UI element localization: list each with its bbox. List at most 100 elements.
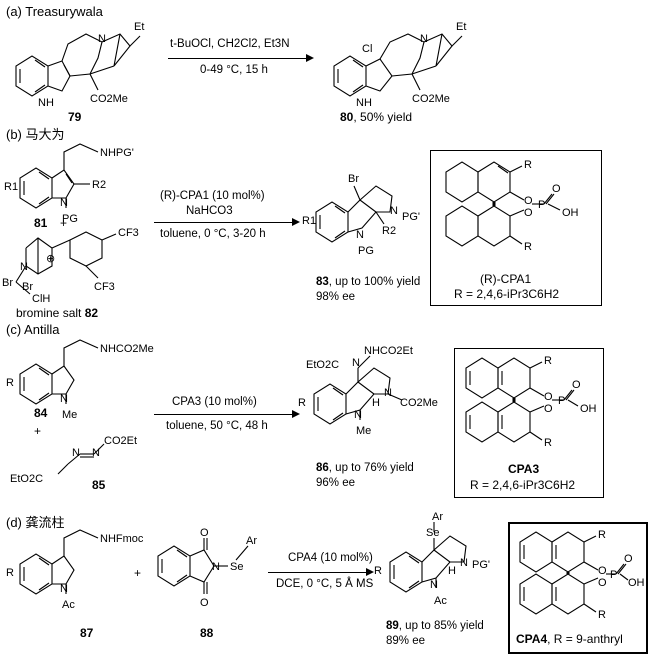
bromine-salt-label: bromine salt 82	[16, 306, 98, 320]
svg-text:ClH: ClH	[32, 293, 50, 305]
bromine-salt-name: bromine salt	[16, 306, 85, 320]
bromine-salt-82-structure: ⊕ N CF3 CF3 Br Br ClH	[2, 227, 139, 305]
section-c-label: (c) Antilla	[6, 322, 60, 337]
cpa4-r-group: , R = 9-anthryl	[547, 632, 623, 646]
d-catalyst-text: CPA4 (10 mol%)	[288, 552, 373, 564]
svg-text:NHCO2Me: NHCO2Me	[100, 343, 154, 355]
c-arrow-head	[292, 410, 300, 418]
cpa4-box	[508, 522, 648, 654]
compound-87-id: 87	[80, 626, 94, 640]
svg-text:CF3: CF3	[118, 227, 139, 239]
svg-text:N: N	[430, 579, 438, 591]
svg-text:O: O	[552, 183, 561, 195]
svg-text:O: O	[544, 391, 553, 403]
svg-text:Br: Br	[2, 277, 13, 289]
b-catalyst: (R)-CPA1 (10 mol%)	[160, 190, 265, 202]
svg-text:PG': PG'	[472, 559, 490, 571]
d-conditions: DCE, 0 °C, 5 Å MS	[276, 578, 374, 590]
svg-text:NHPG': NHPG'	[100, 147, 134, 159]
svg-text:OH: OH	[562, 207, 579, 219]
compound-86-structure: NHCO2Et N EtO2C R N CO2Me H N Me	[298, 345, 438, 437]
a-reaction-arrow	[168, 58, 308, 59]
svg-text:O: O	[624, 553, 633, 565]
svg-text:CO2Et: CO2Et	[104, 435, 137, 447]
svg-text:H: H	[448, 565, 456, 577]
b-conditions: toluene, 0 °C, 3-20 h	[160, 228, 266, 240]
cpa1-box	[430, 150, 602, 306]
cpa1-r-group: R = 2,4,6-iPr3C6H2	[454, 287, 560, 301]
svg-text:O: O	[544, 403, 553, 415]
compound-79-structure: N Et NH CO2Me	[15, 21, 144, 109]
svg-text:R: R	[544, 437, 552, 449]
d-plus: +	[134, 566, 142, 580]
compound-89-structure: Ar Se R N PG' H N Ac	[374, 511, 490, 607]
compound-88-id: 88	[200, 626, 214, 640]
svg-text:NHCO2Et: NHCO2Et	[364, 345, 413, 357]
svg-text:O: O	[572, 379, 581, 391]
svg-text:Br: Br	[348, 173, 359, 185]
svg-text:P: P	[538, 199, 545, 211]
svg-text:N: N	[72, 447, 80, 459]
a-reagents: t-BuOCl, CH2Cl2, Et3N	[170, 38, 290, 50]
svg-text:N: N	[354, 409, 362, 421]
svg-text:OH: OH	[580, 403, 597, 415]
compound-82-id: 82	[84, 306, 99, 320]
svg-text:R: R	[6, 567, 14, 579]
c-conditions: toluene, 50 °C, 48 h	[166, 420, 268, 432]
svg-text:R1: R1	[4, 181, 18, 193]
cpa4-name: CPA4	[516, 632, 548, 646]
svg-text:Me: Me	[62, 409, 77, 421]
svg-text:N: N	[460, 557, 468, 569]
a-conditions: 0-49 °C, 15 h	[200, 64, 268, 76]
svg-text:PG: PG	[358, 245, 374, 257]
svg-text:P: P	[610, 569, 617, 581]
compound-84-id: 84	[34, 406, 48, 420]
svg-text:NH: NH	[356, 97, 372, 109]
svg-text:N: N	[420, 33, 428, 45]
cpa3-structure: R O P O OH O R	[465, 355, 597, 449]
svg-text:N: N	[20, 261, 28, 273]
svg-text:N: N	[60, 197, 68, 209]
svg-text:R: R	[374, 565, 382, 577]
svg-text:Et: Et	[134, 21, 144, 33]
svg-text:R: R	[298, 397, 306, 409]
d-catalyst: CPA4 (10 mol%)	[288, 552, 373, 564]
svg-text:OH: OH	[628, 577, 645, 589]
svg-text:CF3: CF3	[94, 281, 115, 293]
d-reaction-arrow	[268, 572, 368, 573]
svg-text:CO2Me: CO2Me	[412, 93, 450, 105]
b-arrow-head	[292, 218, 300, 226]
svg-text:N: N	[60, 393, 68, 405]
compound-87-structure: NHFmoc R N Ac	[6, 529, 144, 611]
svg-text:N: N	[98, 33, 106, 45]
compound-86-ee: 96% ee	[316, 477, 356, 489]
svg-text:N: N	[352, 357, 360, 369]
cpa4-structure: R O P O OH O R	[519, 529, 645, 621]
compound-86-label: 86, up to 76% yield	[316, 462, 414, 474]
svg-text:R2: R2	[382, 225, 396, 237]
svg-text:⊕: ⊕	[46, 253, 55, 265]
svg-text:Br: Br	[22, 281, 33, 293]
cpa1-name: (R)-CPA1	[480, 272, 532, 286]
compound-89-yield: , up to 85% yield	[398, 620, 484, 632]
compound-83-ee: 98% ee	[316, 291, 356, 303]
compound-89-ee: 89% ee	[386, 635, 426, 647]
svg-text:NHFmoc: NHFmoc	[100, 533, 144, 545]
svg-text:EtO2C: EtO2C	[10, 473, 43, 485]
cpa3-name: CPA3	[508, 462, 540, 476]
svg-text:N: N	[60, 583, 68, 595]
svg-text:PG: PG	[62, 213, 78, 225]
section-d-label: (d) 龚流柱	[6, 515, 65, 530]
svg-text:O: O	[524, 195, 533, 207]
d-arrow-head	[366, 568, 374, 576]
svg-text:O: O	[598, 577, 607, 589]
svg-text:O: O	[200, 597, 209, 609]
compound-83-yield: , up to 100% yield	[328, 276, 421, 288]
svg-text:N: N	[384, 387, 392, 399]
compound-86-yield: , up to 76% yield	[328, 462, 414, 474]
compound-89-id: 89	[386, 620, 399, 632]
b-additive: NaHCO3	[186, 205, 233, 217]
svg-text:CO2Me: CO2Me	[400, 397, 438, 409]
c-catalyst-text: CPA3 (10 mol%)	[172, 396, 257, 408]
svg-text:N: N	[356, 229, 364, 241]
